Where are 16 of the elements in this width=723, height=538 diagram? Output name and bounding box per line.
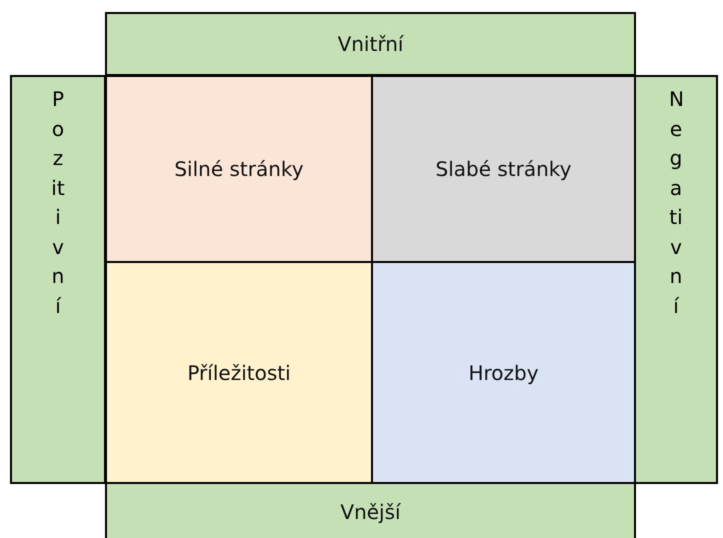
header-band: [105, 12, 636, 76]
quadrant: [105, 261, 373, 484]
label: Hrozby: [468, 360, 539, 384]
side-band: [634, 75, 718, 484]
label: Vnější: [340, 500, 401, 524]
vertical-label: Pozitivní: [51, 86, 65, 320]
footer-band: [105, 482, 636, 538]
quadrant: [371, 261, 636, 484]
quadrant: [371, 75, 636, 263]
side-band: [10, 75, 106, 484]
quadrant: [105, 75, 373, 263]
label: Příležitosti: [187, 360, 291, 384]
label: Slabé stránky: [436, 157, 572, 181]
label: Silné stránky: [174, 157, 304, 181]
vertical-label: Negativní: [669, 86, 683, 320]
label: Vnitřní: [338, 32, 404, 56]
